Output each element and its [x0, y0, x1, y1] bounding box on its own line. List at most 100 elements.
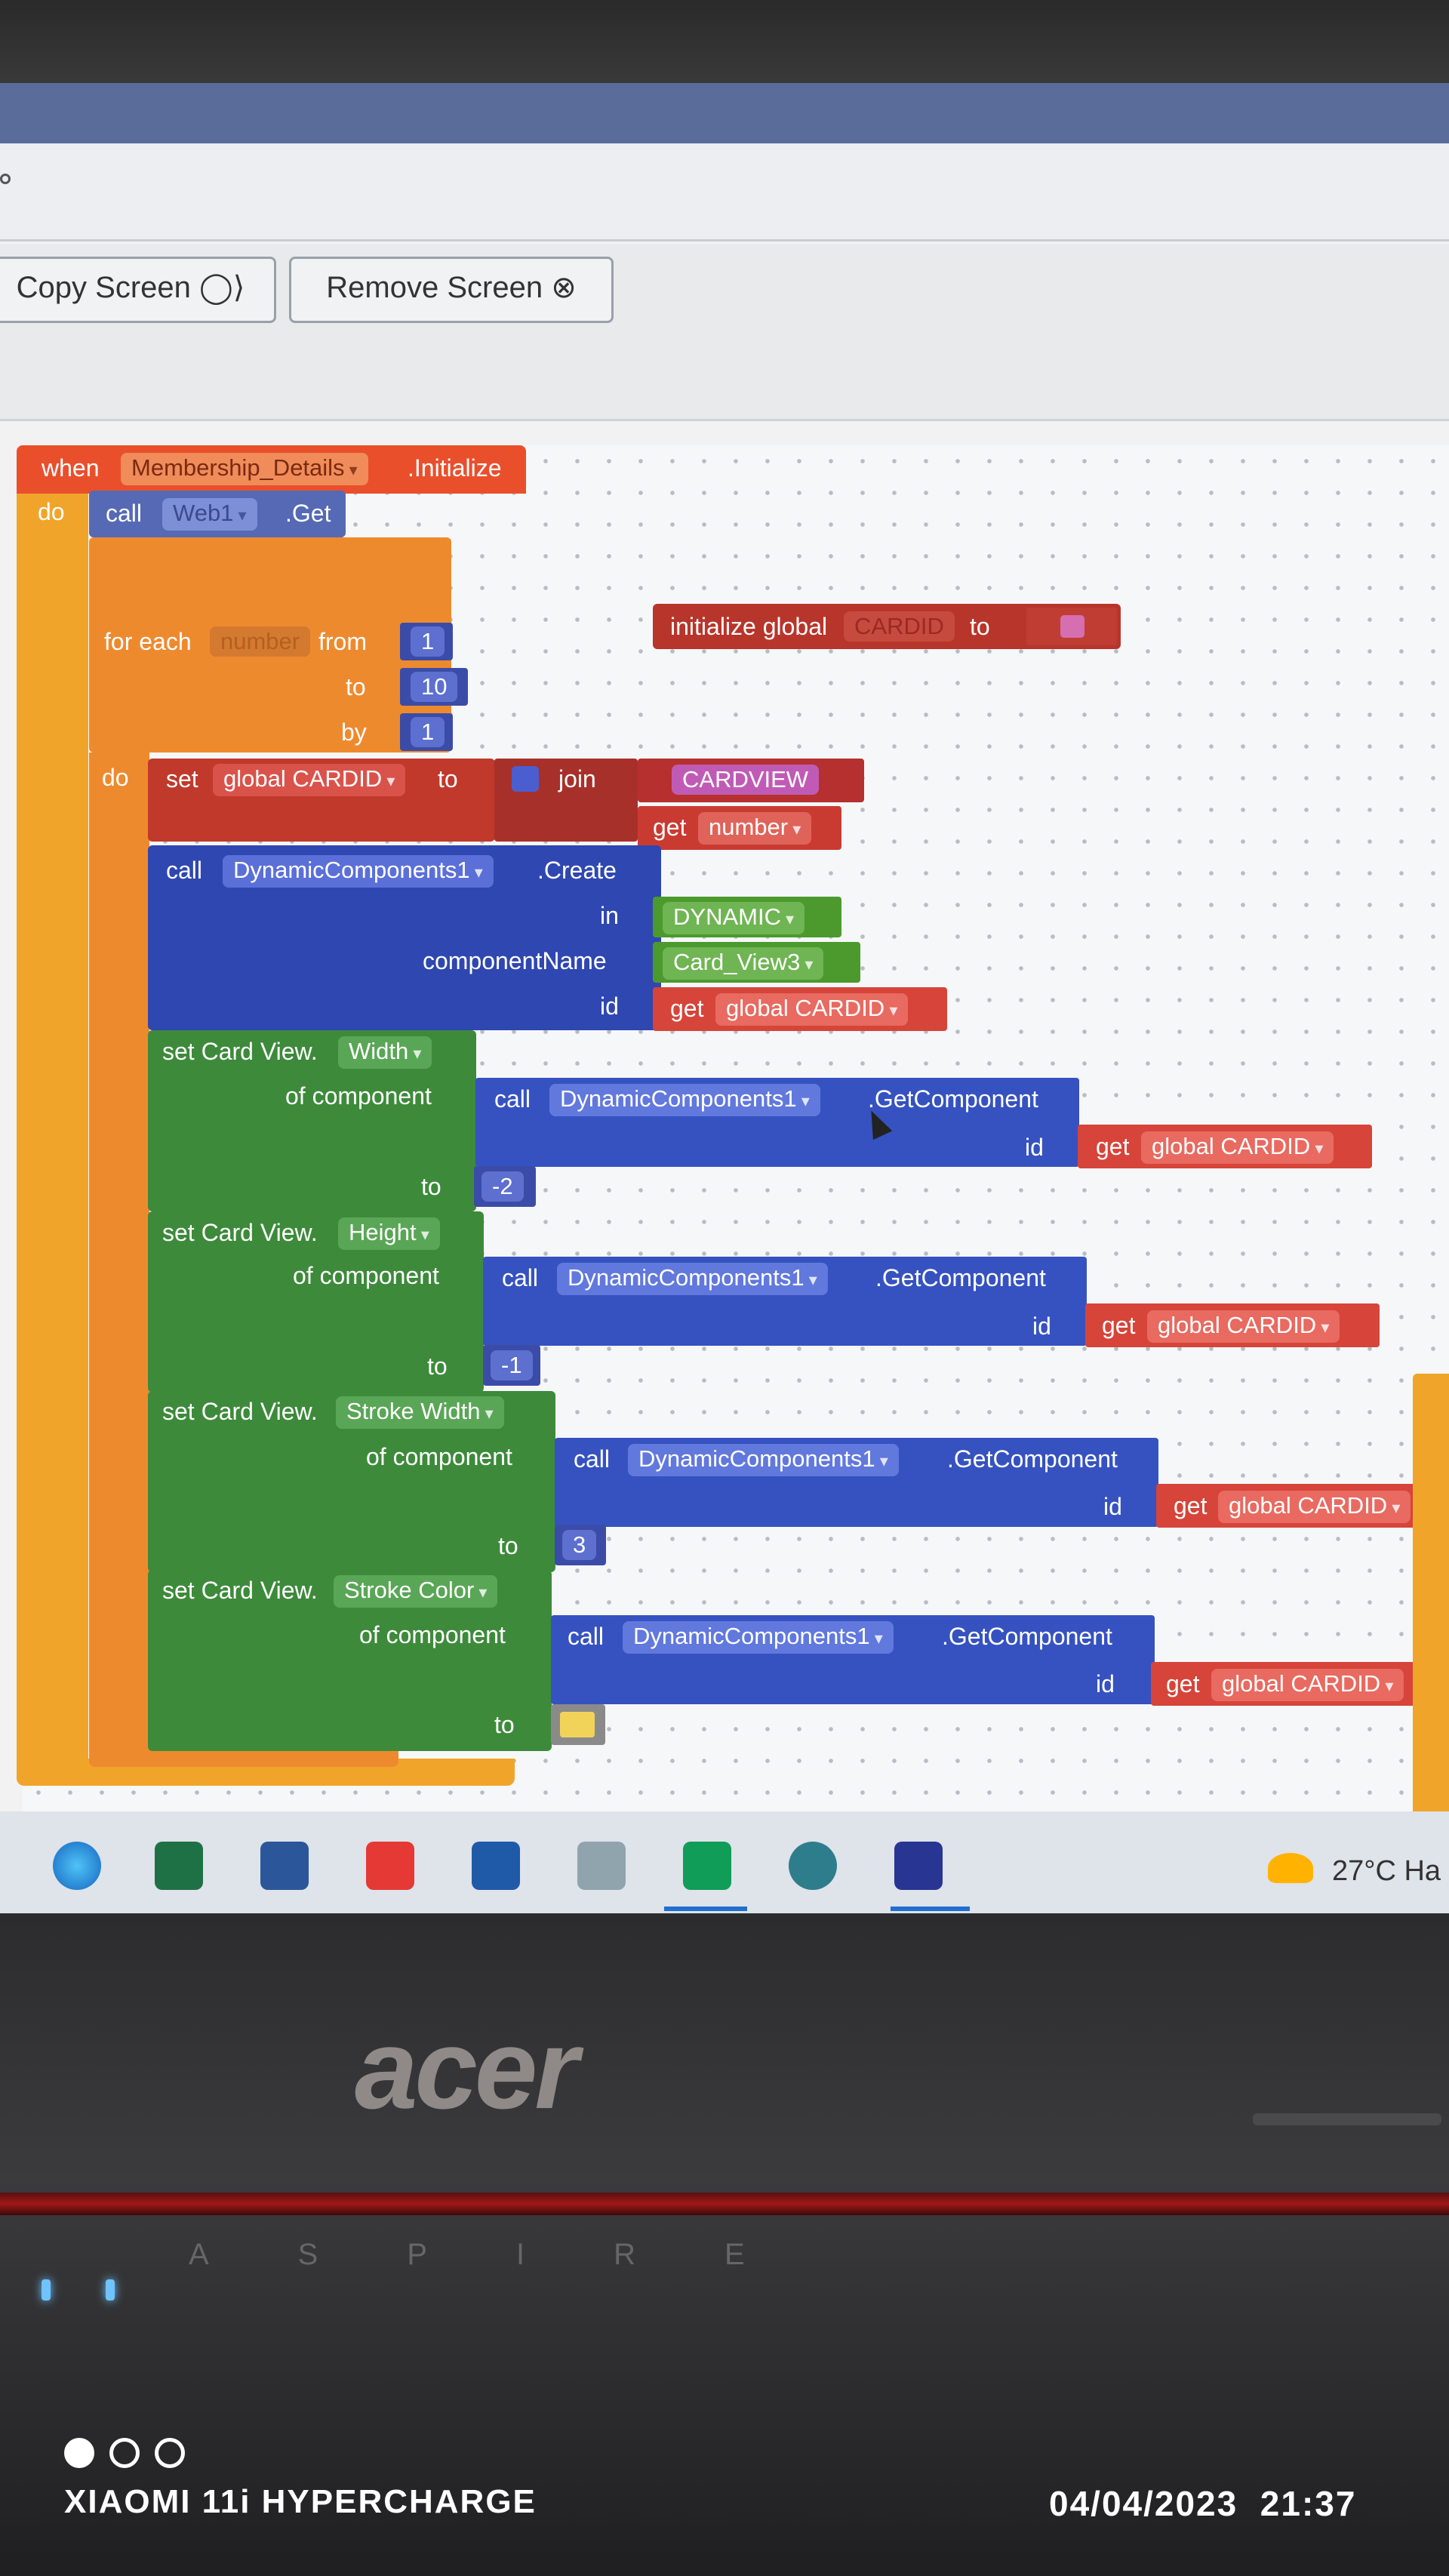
id-label: id: [1025, 1134, 1044, 1161]
number-dropdown[interactable]: number: [698, 812, 812, 845]
stroke-color-property-dropdown[interactable]: Stroke Color: [334, 1575, 498, 1608]
weather-text: 27°C Ha: [1332, 1855, 1441, 1887]
get-component-label: .GetComponent: [942, 1623, 1112, 1650]
dynamic-components-dropdown[interactable]: DynamicComponents1: [623, 1621, 894, 1654]
wps-icon[interactable]: [366, 1842, 414, 1890]
get-component-label: .GetComponent: [947, 1445, 1118, 1473]
camera-timestamp: 04/04/2023 21:37: [1049, 2483, 1356, 2524]
event-block-body: [17, 494, 88, 1777]
loop-variable-field[interactable]: number: [210, 626, 311, 657]
width-property-dropdown[interactable]: Width: [338, 1036, 432, 1069]
status-light: [106, 2279, 115, 2301]
folder-icon[interactable]: [577, 1842, 626, 1890]
copilot-icon[interactable]: [53, 1842, 101, 1890]
id-label: id: [1096, 1670, 1115, 1697]
component-dropdown[interactable]: Membership_Details: [121, 453, 368, 485]
camera-dot-icon: [155, 2438, 185, 2468]
for-each-label: for each: [104, 628, 192, 655]
set-label: set: [166, 765, 198, 792]
dynamic-components-dropdown[interactable]: DynamicComponents1: [223, 855, 494, 888]
card-view3-dropdown[interactable]: Card_View3: [663, 947, 824, 980]
timestamp-date: 04/04/2023: [1049, 2484, 1238, 2523]
laptop-body: [0, 1913, 1449, 2576]
web-dropdown[interactable]: Web1: [162, 498, 257, 531]
to-label: to: [494, 1711, 515, 1738]
get-label: get: [670, 995, 704, 1022]
set-card-view-label: set Card View.: [162, 1398, 318, 1425]
get-label: get: [1166, 1670, 1200, 1697]
set-to-label: to: [438, 765, 458, 792]
global-name-field[interactable]: CARDID: [844, 611, 955, 642]
app-icon[interactable]: [472, 1842, 520, 1890]
by-label: by: [341, 719, 367, 746]
word-icon[interactable]: [260, 1842, 309, 1890]
id-label: id: [1103, 1493, 1122, 1520]
global-cardid-dropdown[interactable]: global CARDID: [213, 764, 406, 796]
camera-watermark: XIAOMI 11i HYPERCHARGE: [64, 2483, 537, 2520]
get-component-label: .GetComponent: [875, 1264, 1046, 1291]
laptop-screen: Copy Screen ◯⟩ Remove Screen ⊗ when Memb…: [0, 83, 1449, 1910]
call-label: call: [502, 1264, 539, 1291]
dynamic-dropdown[interactable]: DYNAMIC: [663, 902, 805, 934]
in-label: in: [600, 902, 619, 929]
dynamic-components-dropdown[interactable]: DynamicComponents1: [549, 1084, 820, 1116]
global-cardid-dropdown[interactable]: global CARDID: [1218, 1491, 1411, 1523]
event-name: .Initialize: [408, 454, 502, 482]
app-header-bar: [0, 83, 1449, 143]
call-label: call: [568, 1623, 605, 1650]
of-component-label: of component: [366, 1443, 512, 1470]
global-cardid-dropdown[interactable]: global CARDID: [1211, 1669, 1404, 1701]
laptop-top-bezel: [0, 0, 1449, 87]
get-method-label: .Get: [285, 500, 331, 527]
loop-do-label: do: [102, 764, 129, 791]
stroke-width-number-block[interactable]: 3: [555, 1525, 606, 1565]
red-trim: [0, 2193, 1449, 2215]
id-label: id: [1032, 1313, 1051, 1340]
app-inventor-icon[interactable]: [894, 1842, 943, 1890]
global-cardid-dropdown[interactable]: global CARDID: [1147, 1310, 1340, 1343]
to-label: to: [498, 1532, 518, 1559]
mutator-gear-icon[interactable]: [512, 766, 539, 792]
browser-icon[interactable]: [789, 1842, 837, 1890]
by-number-block[interactable]: 1: [400, 713, 453, 751]
of-component-label: of component: [293, 1262, 439, 1289]
to-label: to: [427, 1353, 448, 1380]
timestamp-time: 21:37: [1260, 2484, 1357, 2523]
to-label: to: [421, 1173, 441, 1200]
get-label: get: [1174, 1492, 1208, 1519]
dynamic-components-dropdown[interactable]: DynamicComponents1: [557, 1263, 828, 1295]
call-label: call: [106, 500, 143, 527]
to-label: to: [346, 673, 366, 700]
excel-icon[interactable]: [155, 1842, 203, 1890]
to-number-block[interactable]: 10: [400, 668, 468, 706]
call-label: call: [574, 1445, 611, 1473]
initialize-global-label: initialize global: [670, 613, 828, 640]
init-to-label: to: [970, 613, 990, 640]
copy-screen-button[interactable]: Copy Screen ◯⟩: [0, 257, 276, 323]
stroke-width-property-dropdown[interactable]: Stroke Width: [336, 1396, 504, 1429]
from-label: from: [318, 628, 367, 655]
active-app-indicator: [664, 1907, 747, 1911]
camera-dot-icon: [64, 2438, 94, 2468]
height-number-block[interactable]: -1: [483, 1345, 540, 1386]
set-card-view-label: set Card View.: [162, 1219, 318, 1246]
global-cardid-dropdown[interactable]: global CARDID: [1141, 1131, 1334, 1164]
when-label: when: [42, 454, 100, 482]
get-label: get: [653, 814, 687, 841]
width-number-block[interactable]: -2: [474, 1166, 536, 1207]
call-create-label: call: [166, 857, 203, 884]
global-cardid-dropdown[interactable]: global CARDID: [715, 993, 909, 1026]
set-card-view-label: set Card View.: [162, 1577, 318, 1604]
yellow-color-swatch: [560, 1712, 595, 1737]
empty-text-block[interactable]: [1026, 608, 1117, 645]
remove-screen-button[interactable]: Remove Screen ⊗: [289, 257, 614, 323]
dynamic-components-dropdown[interactable]: DynamicComponents1: [628, 1444, 899, 1476]
height-property-dropdown[interactable]: Height: [338, 1217, 440, 1250]
status-light: [42, 2279, 51, 2301]
aspire-label: ASPIRE: [189, 2238, 834, 2271]
id-label: id: [600, 993, 619, 1020]
sheets-icon[interactable]: [683, 1842, 731, 1890]
from-number-block[interactable]: 1: [400, 623, 453, 660]
color-block[interactable]: [551, 1704, 605, 1745]
cardview-text-value[interactable]: CARDVIEW: [672, 765, 820, 795]
